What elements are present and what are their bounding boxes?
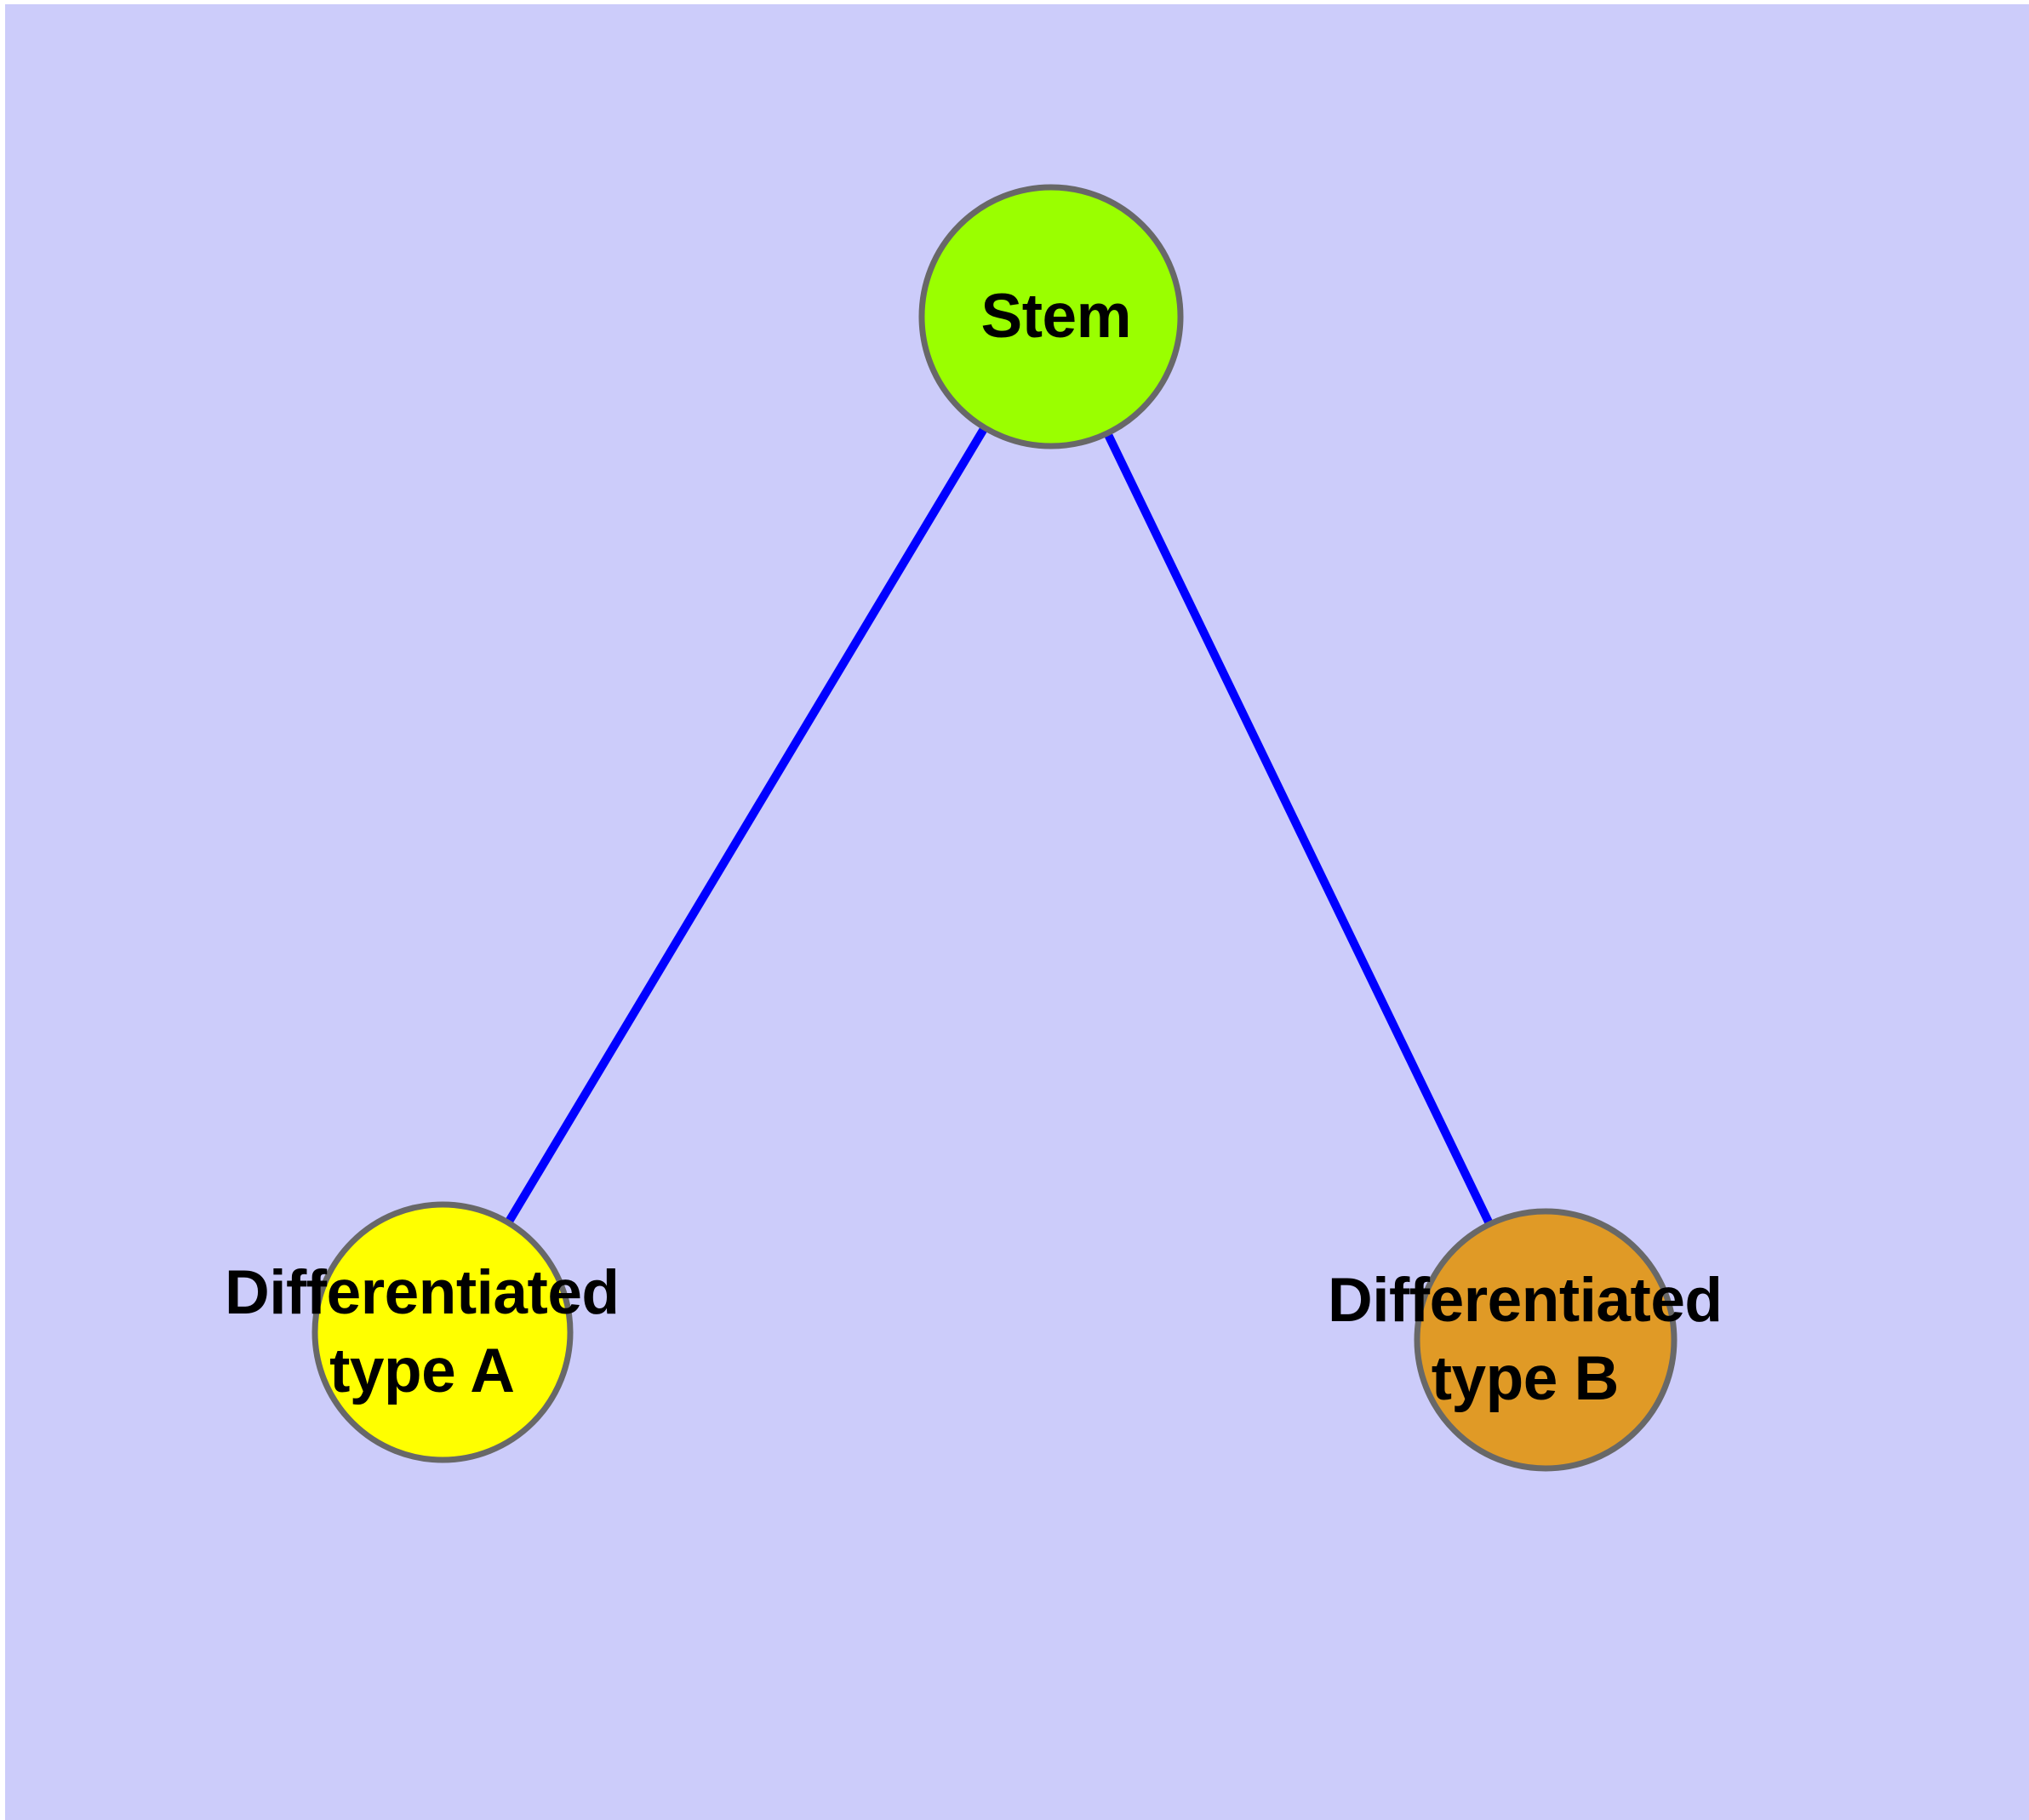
graph-node-stem[interactable] bbox=[918, 184, 1184, 449]
nodes-group bbox=[311, 184, 1677, 1472]
edges-group bbox=[438, 314, 1550, 1342]
graph-edge-stem-diff_b bbox=[1047, 314, 1550, 1342]
graph-node-diff_a[interactable] bbox=[311, 1201, 574, 1463]
graph-edge-stem-diff_a bbox=[438, 314, 1055, 1335]
graph-node-diff_b[interactable] bbox=[1414, 1208, 1677, 1472]
